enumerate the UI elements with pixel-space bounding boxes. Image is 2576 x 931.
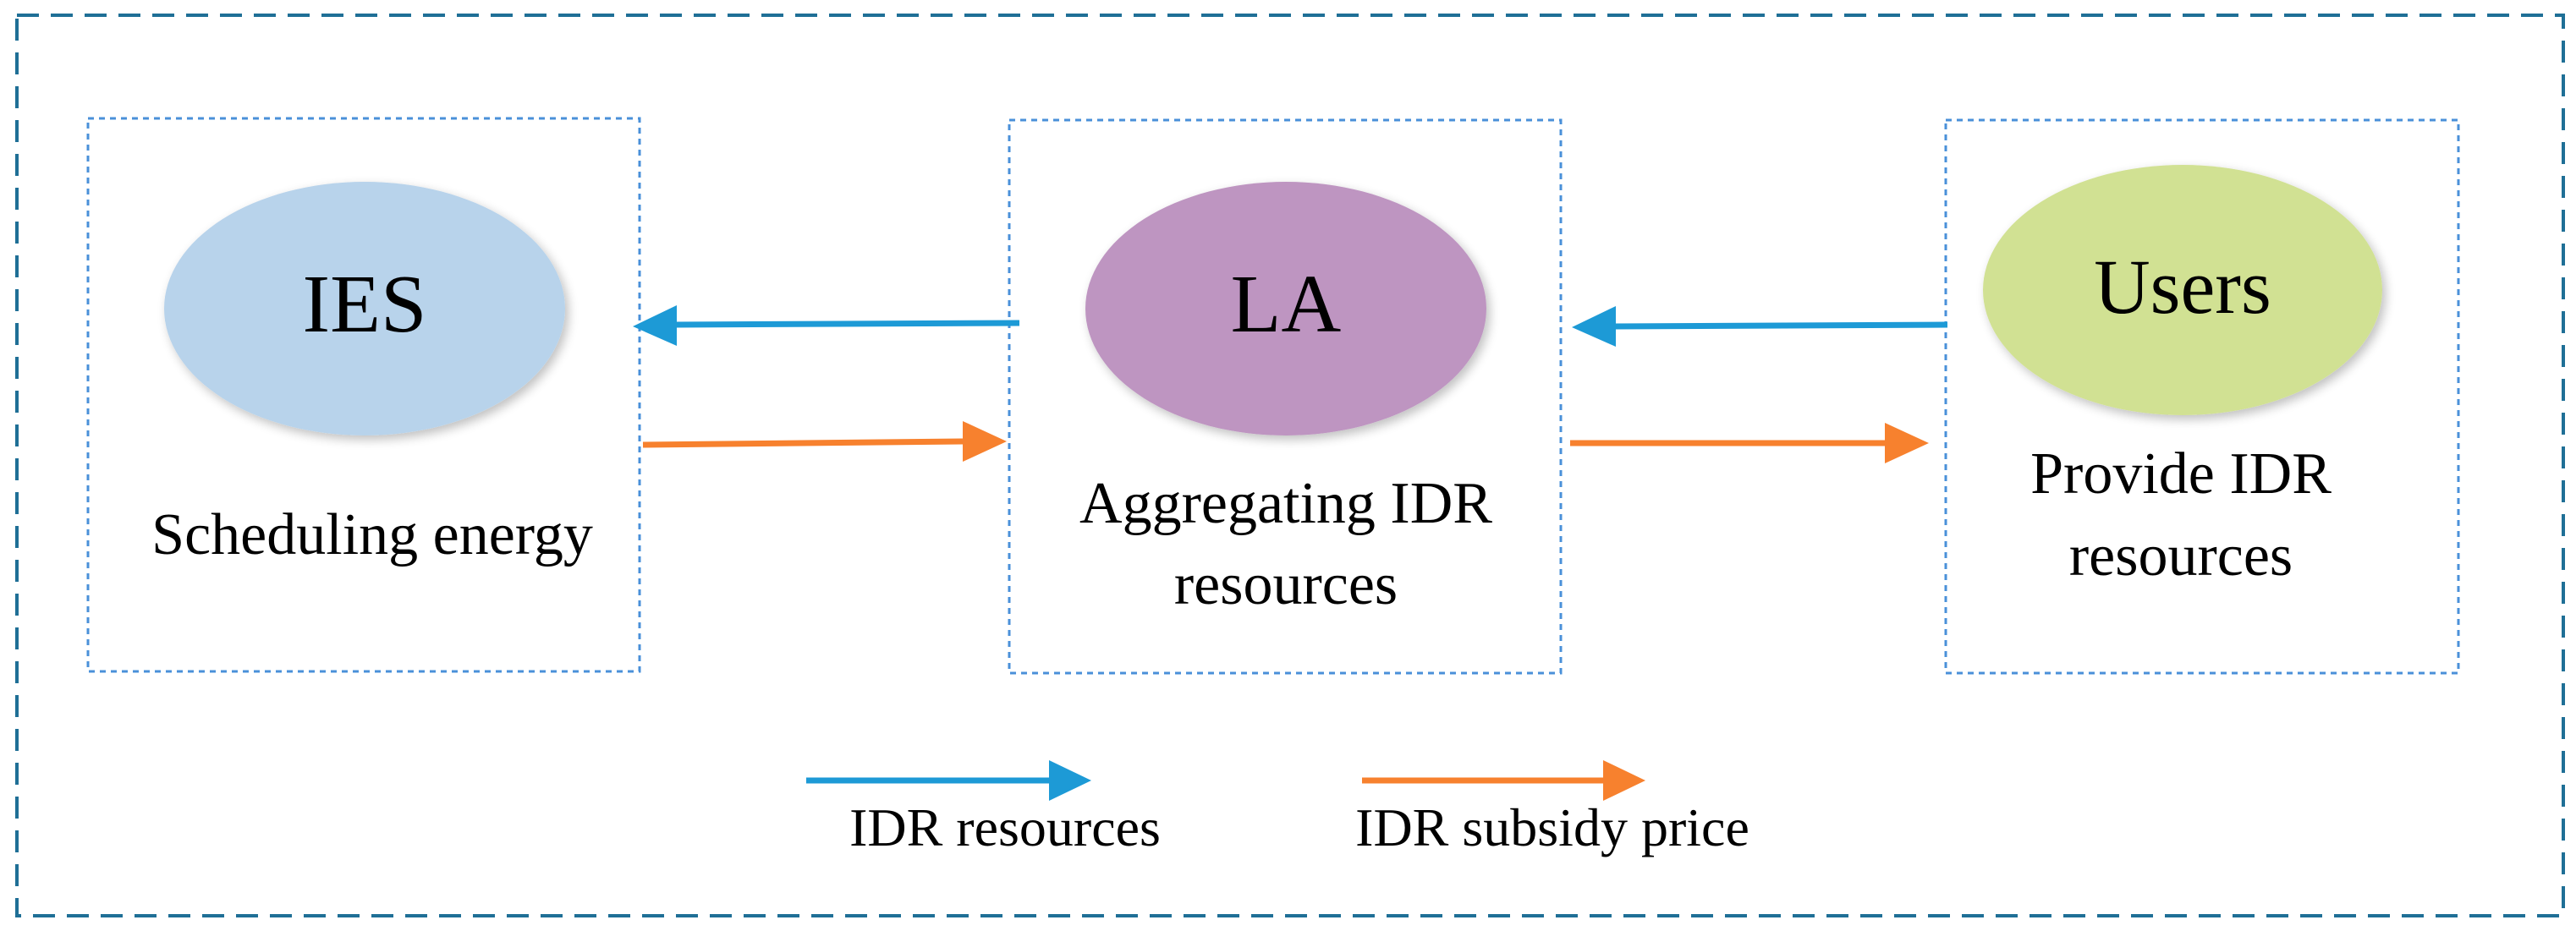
ies-ellipse bbox=[164, 182, 565, 435]
price-arrow-la-to-users bbox=[1570, 423, 1929, 463]
resources-arrow-la-to-ies bbox=[633, 305, 1020, 346]
legend-price-arrow-icon bbox=[1362, 760, 1645, 801]
users-label: Users bbox=[2094, 244, 2271, 330]
la-label: LA bbox=[1231, 259, 1342, 350]
legend-resources-arrow-icon bbox=[806, 760, 1091, 801]
price-arrow-ies-to-la bbox=[642, 421, 1007, 462]
la-box bbox=[1008, 118, 1563, 675]
outer-frame bbox=[15, 14, 2565, 917]
users-caption-line-2: resources bbox=[2069, 523, 2293, 589]
legend: IDR resources IDR subsidy price bbox=[806, 760, 1749, 857]
ies-caption: Scheduling energy bbox=[151, 502, 593, 567]
la-caption-line-2: resources bbox=[1174, 552, 1398, 617]
legend-resources-label: IDR resources bbox=[849, 797, 1161, 857]
users-ellipse bbox=[1983, 165, 2382, 415]
ies-box bbox=[86, 117, 641, 673]
resources-arrow-users-to-la bbox=[1572, 306, 1948, 347]
la-caption-line-1: Aggregating IDR bbox=[1079, 471, 1492, 536]
users-caption-line-1: Provide IDR bbox=[2030, 441, 2332, 507]
legend-price-label: IDR subsidy price bbox=[1355, 797, 1749, 857]
la-ellipse bbox=[1085, 182, 1486, 435]
ies-label: IES bbox=[303, 259, 427, 350]
users-box bbox=[1944, 118, 2460, 675]
